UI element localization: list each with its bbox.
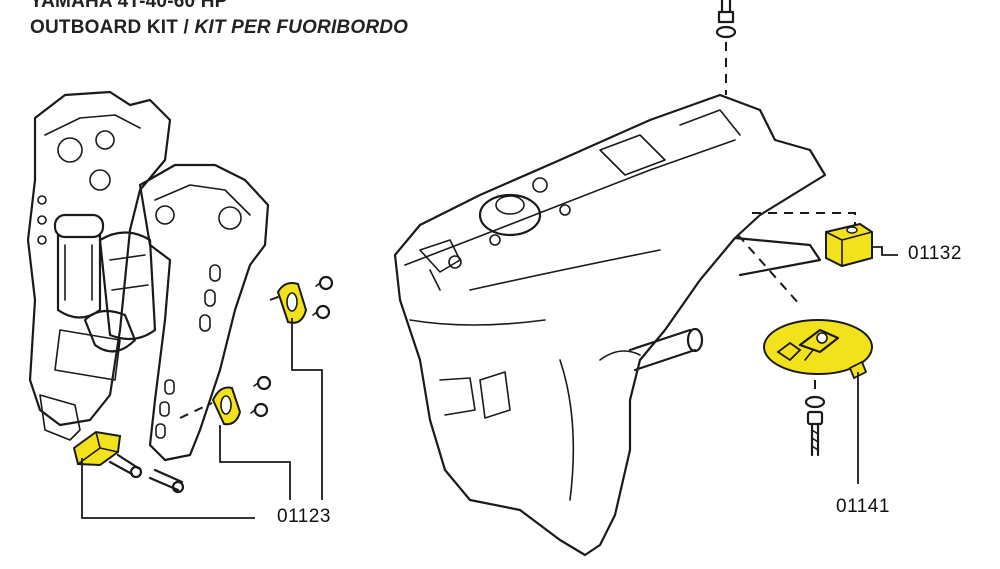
anode-disc-01141 [763, 319, 873, 484]
clamp-bracket-assembly [26, 90, 270, 494]
anode-left-bottom [72, 430, 122, 467]
subtitle-italian: KIT PER FUORIBORDO [194, 17, 409, 38]
anode-clamp-lower [211, 386, 242, 426]
part-label-01132: 01132 [908, 243, 962, 264]
diagram-subtitle: OUTBOARD KIT / KIT PER FUORIBORDO [30, 17, 408, 39]
lower-unit-gearcase [393, 0, 827, 557]
anode-screws [250, 275, 334, 418]
diagram-title: YAMAHA 4T-40-60 HP [30, 0, 228, 12]
anode-block-01132 [752, 212, 898, 268]
subtitle-english: OUTBOARD KIT / [30, 17, 195, 38]
anode-clamp-upper [276, 282, 308, 324]
leader-lines-01123 [81, 318, 323, 519]
part-label-01123: 01123 [277, 506, 331, 527]
part-label-01141: 01141 [836, 496, 890, 517]
